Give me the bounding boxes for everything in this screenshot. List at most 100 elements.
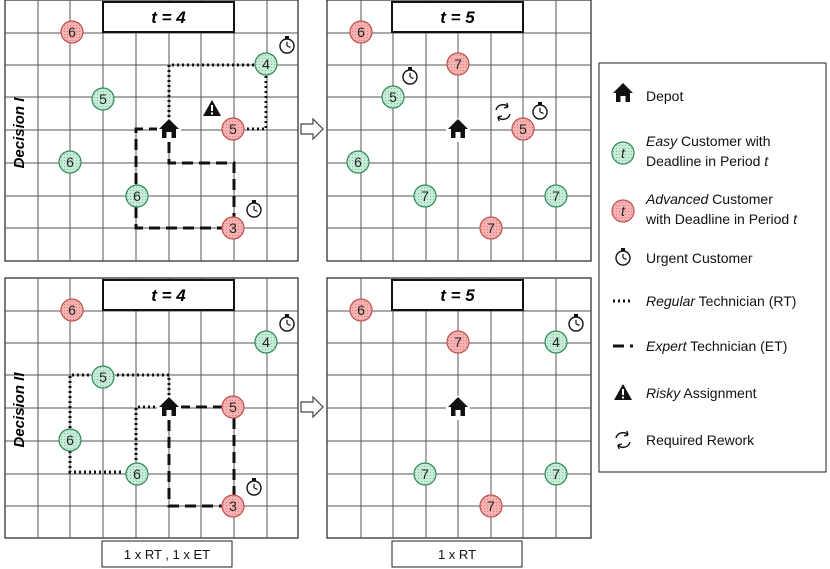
urgent-clock-icon <box>246 478 262 496</box>
advanced-customer: 7 <box>446 52 470 76</box>
svg-text:Easy Customer with: Easy Customer with <box>646 133 770 149</box>
svg-text:Advanced Customer: Advanced Customer <box>645 191 773 207</box>
urgent-clock-icon <box>279 314 295 332</box>
svg-text:4: 4 <box>262 334 270 350</box>
svg-text:7: 7 <box>454 56 462 72</box>
svg-text:t = 4: t = 4 <box>151 8 186 27</box>
svg-text:Deadline in Period t: Deadline in Period t <box>646 153 769 169</box>
svg-text:7: 7 <box>454 334 462 350</box>
easy-icon: t <box>611 141 635 165</box>
easy-customer: 7 <box>413 184 437 208</box>
caption-decision-2-t4: 1 x RT , 1 x ET <box>101 540 233 568</box>
row-label-decision-2: Decision II <box>11 372 28 448</box>
svg-text:7: 7 <box>487 498 495 514</box>
advanced-customer: 5 <box>221 117 245 141</box>
period-title: t = 4 <box>102 1 235 33</box>
svg-text:5: 5 <box>229 399 237 415</box>
easy-customer: 5 <box>91 87 115 111</box>
svg-text:6: 6 <box>66 154 74 170</box>
legend-item-urgent: Urgent Customer <box>615 248 753 266</box>
depot-icon <box>613 83 633 102</box>
advanced-customer: 6 <box>349 298 373 322</box>
svg-text:t = 5: t = 5 <box>440 8 475 27</box>
rework-cycle-icon <box>495 102 511 122</box>
svg-text:5: 5 <box>99 369 107 385</box>
expert-technician-route <box>167 420 222 508</box>
advanced-customer: 7 <box>479 216 503 240</box>
svg-text:7: 7 <box>487 220 495 236</box>
easy-customer: 7 <box>544 184 568 208</box>
svg-text:6: 6 <box>133 466 141 482</box>
svg-text:6: 6 <box>357 302 365 318</box>
regular-technician-route <box>134 405 160 463</box>
panel-1: t = 4 6 4 5 5 6 6 3 <box>4 0 299 262</box>
svg-text:4: 4 <box>262 56 270 72</box>
rework-icon <box>615 430 631 450</box>
svg-text:Expert Technician (ET): Expert Technician (ET) <box>646 338 787 354</box>
svg-text:5: 5 <box>389 89 397 105</box>
svg-text:4: 4 <box>552 334 560 350</box>
urgent-clock-icon <box>568 314 584 332</box>
urgent-clock-icon <box>246 200 262 218</box>
easy-customer: 5 <box>91 365 115 389</box>
svg-text:Risky Assignment: Risky Assignment <box>646 385 757 401</box>
easy-customer: 6 <box>125 462 149 486</box>
easy-customer: 4 <box>254 52 278 76</box>
svg-text:6: 6 <box>357 24 365 40</box>
easy-customer: 6 <box>58 428 82 452</box>
svg-text:3: 3 <box>229 498 237 514</box>
period-title: t = 5 <box>391 1 524 33</box>
svg-text:t = 4: t = 4 <box>151 286 186 305</box>
svg-text:with Deadline in Period t: with Deadline in Period t <box>645 211 798 227</box>
legend-item-risky: Risky Assignment <box>614 384 757 401</box>
easy-customer: 6 <box>346 150 370 174</box>
easy-customer: 7 <box>413 462 437 486</box>
svg-text:6: 6 <box>68 302 76 318</box>
svg-text:Required Rework: Required Rework <box>646 432 755 448</box>
advanced-customer: 5 <box>511 117 535 141</box>
svg-text:t: t <box>621 203 626 219</box>
svg-text:7: 7 <box>421 466 429 482</box>
transition-arrow-2 <box>300 395 324 419</box>
svg-text:t: t <box>621 145 626 161</box>
svg-text:6: 6 <box>68 24 76 40</box>
urgent-clock-icon <box>402 67 418 85</box>
advanced-customer: 7 <box>446 330 470 354</box>
legend-item-rework: Required Rework <box>615 430 755 450</box>
svg-text:7: 7 <box>552 188 560 204</box>
legend-item-adv: t Advanced Customer with Deadline in Perio… <box>611 191 798 227</box>
advanced-customer: 6 <box>60 20 84 44</box>
depot-icon <box>157 396 181 420</box>
svg-text:5: 5 <box>229 121 237 137</box>
risky-icon <box>614 384 632 400</box>
advanced-customer: 6 <box>349 20 373 44</box>
depot-icon <box>446 396 470 420</box>
advanced-customer: 3 <box>221 494 245 518</box>
legend-item-et: Expert Technician (ET) <box>613 338 787 354</box>
caption-text: 1 x RT , 1 x ET <box>124 547 210 562</box>
easy-customer: 7 <box>544 462 568 486</box>
advanced-customer: 3 <box>221 216 245 240</box>
urgent-icon <box>615 248 631 266</box>
easy-customer: 4 <box>544 330 568 354</box>
advanced-customer: 7 <box>479 494 503 518</box>
regular-technician-route <box>167 63 268 131</box>
panel-2: t = 5 6 7 5 5 6 7 7 7 <box>326 0 592 262</box>
easy-customer: 6 <box>58 150 82 174</box>
svg-text:7: 7 <box>421 188 429 204</box>
panel-3: t = 4 6 4 5 5 6 6 3 <box>4 277 299 539</box>
advanced-customer: 5 <box>221 395 245 419</box>
easy-customer: 4 <box>254 330 278 354</box>
row-label-decision-1: Decision I <box>11 97 28 169</box>
svg-text:Urgent Customer: Urgent Customer <box>646 250 753 266</box>
easy-customer: 6 <box>125 184 149 208</box>
svg-text:6: 6 <box>354 154 362 170</box>
caption-text: 1 x RT <box>438 547 476 562</box>
svg-text:Depot: Depot <box>646 88 683 104</box>
svg-text:6: 6 <box>66 432 74 448</box>
adv-icon: t <box>611 199 635 223</box>
depot-icon <box>157 118 181 142</box>
